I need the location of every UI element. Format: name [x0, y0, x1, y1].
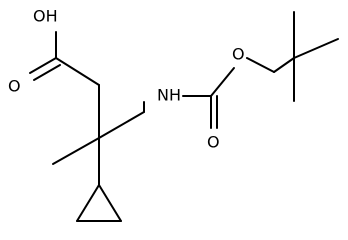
label-o-ester: O [232, 45, 245, 64]
bond-cq-ch2n [98, 111, 145, 139]
bond-c-ch2 [55, 57, 100, 86]
bond-ring-b [98, 184, 122, 222]
label-o-acid: O [8, 77, 21, 96]
label-nh: NH [157, 86, 181, 105]
bond-o-ctbu [246, 57, 275, 73]
bond-ring-a [76, 184, 100, 222]
bond-ctbu-core [273, 57, 295, 73]
bond-c-o-double-a [29, 57, 57, 74]
bond-c-o-ester [210, 67, 235, 97]
bond-cq-methyl [52, 137, 100, 165]
label-o-carbonyl: O [207, 133, 220, 152]
bond-c-o-double-b [33, 64, 61, 81]
bond-tbu-right [293, 38, 339, 59]
label-oh: OH [33, 7, 58, 26]
